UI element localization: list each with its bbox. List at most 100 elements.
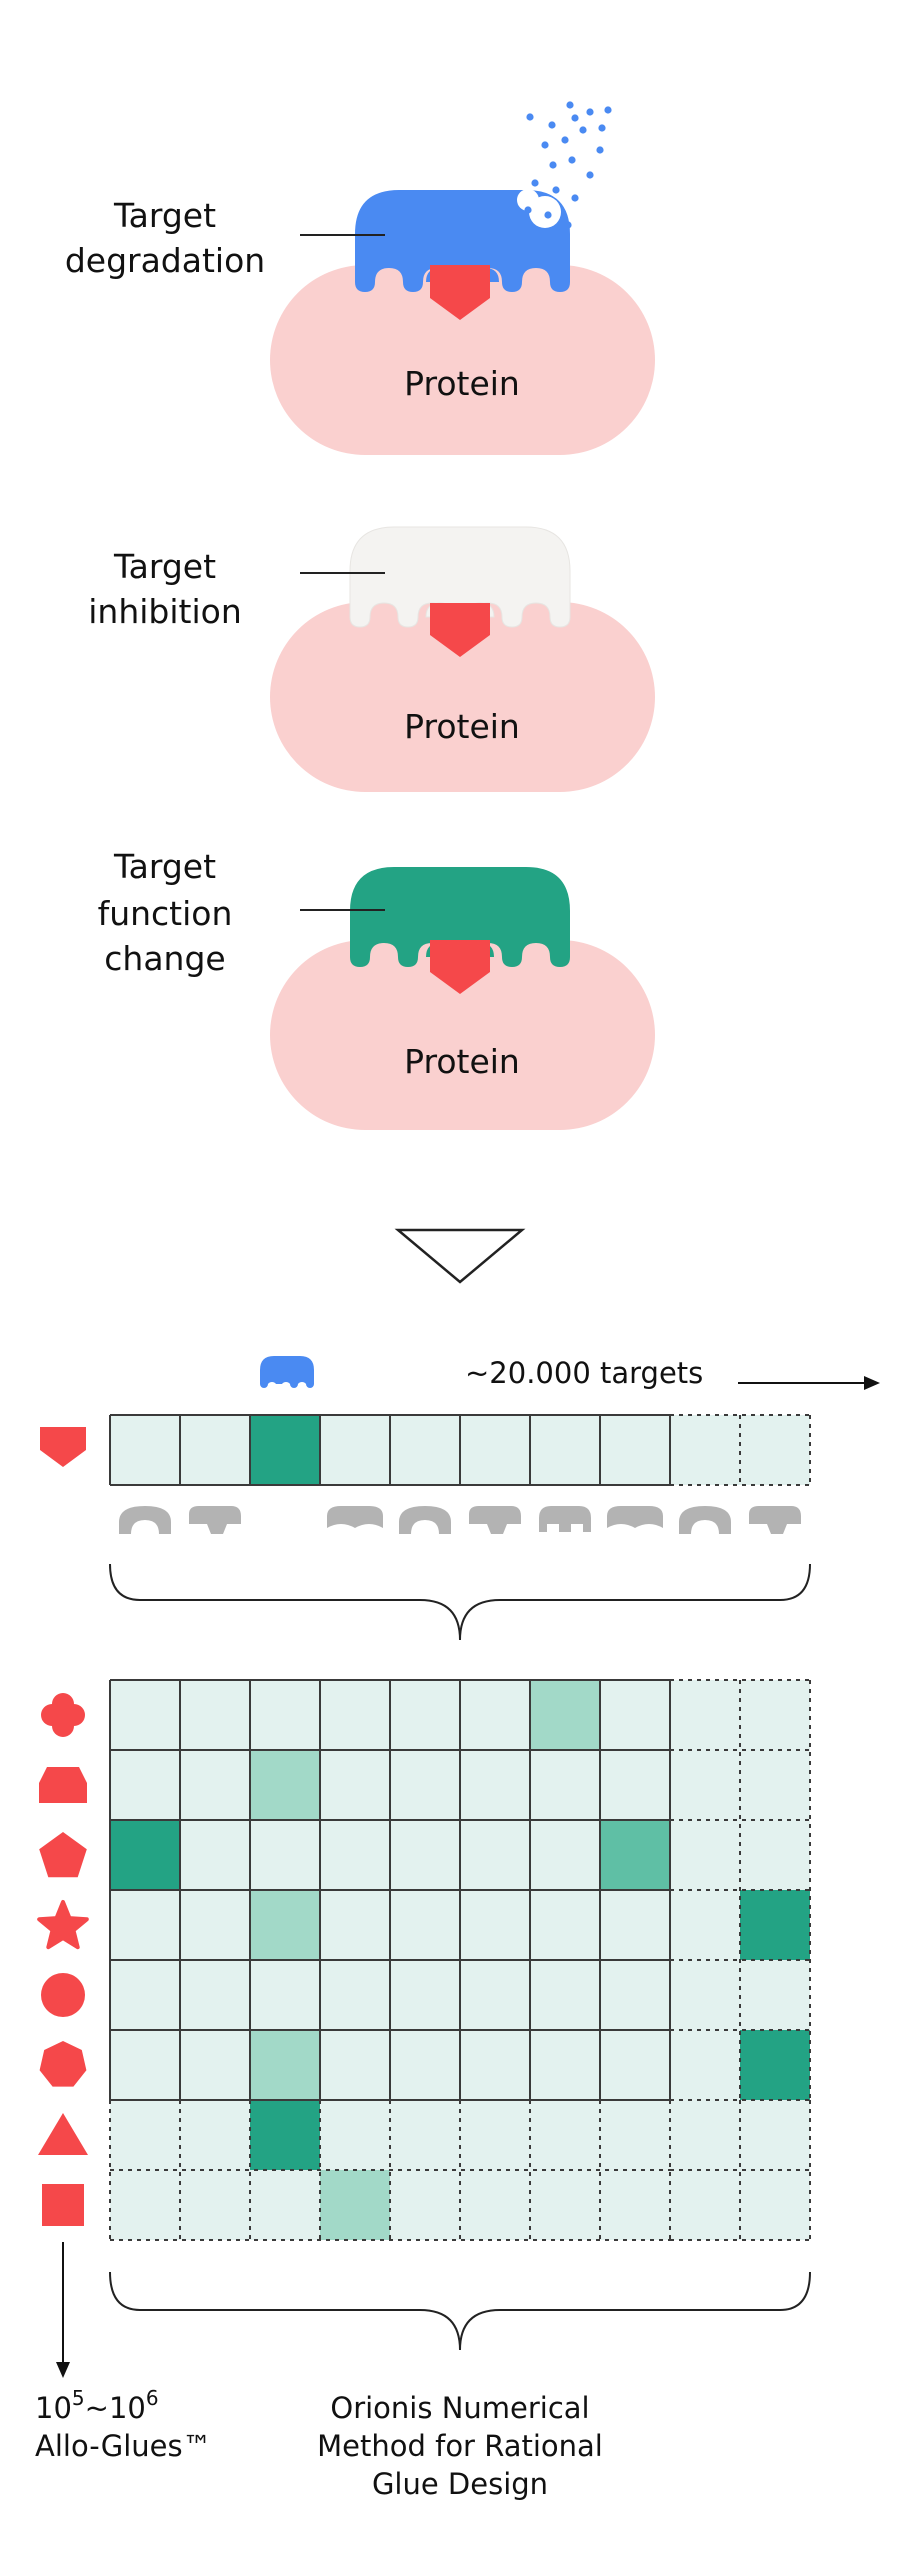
matrix-cell — [460, 2030, 530, 2100]
target-cell — [110, 1415, 180, 1485]
matrix-cell — [180, 1820, 250, 1890]
degradation-particles-icon — [517, 101, 612, 229]
particle-dot — [531, 179, 539, 187]
matrix-cell — [180, 1680, 250, 1750]
matrix-cell — [320, 1960, 390, 2030]
panel-label-line-1: Target — [113, 196, 216, 235]
panel-degradation: Target degradation Protein — [65, 101, 655, 455]
matrix-cell — [530, 2170, 600, 2240]
matrix-cell — [600, 1960, 670, 2030]
target-cell — [180, 1415, 250, 1485]
matrix-cell — [670, 1680, 740, 1750]
particle-dot — [561, 136, 569, 144]
glue-modulator — [350, 867, 570, 967]
matrix-cell — [530, 1820, 600, 1890]
target-silhouette-icon — [749, 1506, 801, 1534]
library-size-exp-to: 6 — [146, 2386, 159, 2410]
target-silhouette-icon — [539, 1506, 591, 1532]
matrix-cell — [530, 1890, 600, 1960]
particle-dot — [552, 186, 560, 194]
particle-dot — [596, 146, 604, 154]
matrix-cell — [180, 1960, 250, 2030]
matrix-cell — [600, 1890, 670, 1960]
star-icon — [37, 1900, 89, 1950]
protein-label: Protein — [404, 1042, 520, 1081]
pocket-ligand — [430, 265, 490, 320]
matrix-cell — [250, 2170, 320, 2240]
particle-dot — [566, 101, 574, 109]
matrix-cell — [320, 1820, 390, 1890]
down-triangle-outline-icon — [394, 1228, 526, 1284]
target-cell — [250, 1415, 320, 1485]
matrix-cell — [250, 1680, 320, 1750]
target-cell — [320, 1415, 390, 1485]
particle-dot — [598, 124, 606, 132]
panel-label-line-2: degradation — [65, 241, 265, 280]
method-line-3: Glue Design — [372, 2467, 548, 2501]
particle-dot — [571, 194, 579, 202]
matrix-cell — [110, 1960, 180, 2030]
glue-shape-column — [37, 1693, 89, 2226]
panel-label-line-1: Target — [113, 847, 216, 886]
panel-label-line-2: function — [98, 894, 233, 933]
hexagon-flat-icon — [39, 1767, 87, 1803]
pocket-ligand — [430, 603, 490, 657]
matrix-cell — [180, 2170, 250, 2240]
target-row — [109, 1414, 811, 1486]
matrix-cell — [390, 2100, 460, 2170]
panel-label-line-3: change — [104, 939, 225, 978]
matrix-cell — [460, 1820, 530, 1890]
target-silhouette-icon — [189, 1506, 241, 1534]
library-size-base: 10 — [35, 2391, 72, 2425]
target-cell — [670, 1415, 740, 1485]
targets-count-label: ~20.000 targets — [465, 1356, 703, 1390]
matrix-cell — [530, 1750, 600, 1820]
matrix-cell-hit — [530, 1680, 600, 1750]
lower-brace — [109, 2271, 811, 2351]
matrix-cell — [460, 1960, 530, 2030]
matrix-cell-hit — [250, 1890, 320, 1960]
target-cell — [600, 1415, 670, 1485]
matrix-cell — [460, 1750, 530, 1820]
particle-dot — [564, 221, 572, 229]
matrix-cell — [110, 1680, 180, 1750]
bite-mark — [517, 189, 539, 211]
matrix-cell — [390, 1960, 460, 2030]
particle-dot — [548, 121, 556, 129]
clover-icon — [41, 1693, 85, 1737]
particle-dot — [586, 108, 594, 116]
matrix-cell — [390, 1820, 460, 1890]
matrix-cell — [670, 1890, 740, 1960]
panel-function-change: Target function change Protein — [98, 847, 655, 1130]
matrix-cell — [600, 2100, 670, 2170]
matrix-cell — [320, 2100, 390, 2170]
target-silhouette-icon — [119, 1506, 171, 1534]
matrix-cell — [110, 2030, 180, 2100]
matrix-cell — [110, 2100, 180, 2170]
matrix-cell — [460, 1890, 530, 1960]
matrix-cell — [250, 1820, 320, 1890]
matrix-cell — [600, 1750, 670, 1820]
matrix-cell — [460, 2170, 530, 2240]
target-silhouettes — [119, 1506, 801, 1534]
pentagon-icon — [39, 1832, 87, 1878]
protein-blob — [270, 265, 655, 455]
particle-dot — [541, 141, 549, 149]
matrix-cell — [320, 1680, 390, 1750]
matrix-cell — [460, 1680, 530, 1750]
matrix-cell — [670, 1750, 740, 1820]
right-arrow-icon — [738, 1376, 880, 1390]
target-silhouette-icon — [679, 1506, 731, 1534]
panel-label-line-2: inhibition — [88, 592, 242, 631]
matrix-cell — [740, 1680, 810, 1750]
matrix-cell — [740, 2100, 810, 2170]
panel-inhibition: Target inhibition Protein — [88, 526, 655, 792]
matrix-cell — [670, 2170, 740, 2240]
matrix-cell — [320, 1750, 390, 1820]
library-size-base-2: 10 — [109, 2391, 146, 2425]
target-silhouette-icon — [469, 1506, 521, 1534]
library-size: 105~106 — [35, 2386, 159, 2425]
target-cell — [740, 1415, 810, 1485]
matrix-cell-hit — [250, 2100, 320, 2170]
heptagon-icon — [39, 2041, 87, 2087]
